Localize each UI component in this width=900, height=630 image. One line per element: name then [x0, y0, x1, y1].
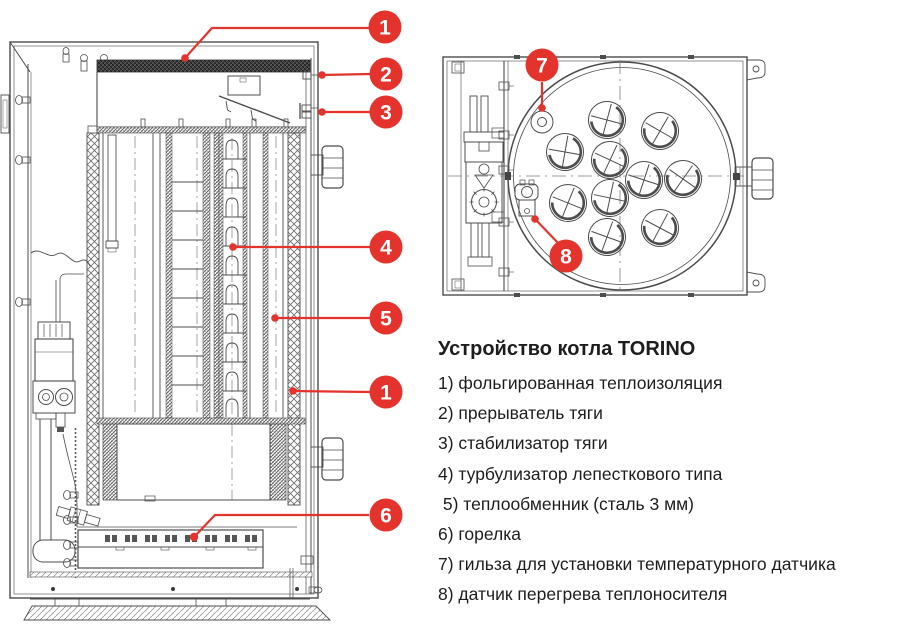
callout-1: 1 [368, 10, 402, 44]
front-panel-edge [63, 428, 79, 578]
legend: Устройство котла TORINO 1) фольгированна… [438, 336, 900, 610]
legend-item-1: 1) фольгированная теплоизоляция [438, 373, 723, 393]
burner-holes [105, 535, 257, 542]
top-view-knob [734, 157, 774, 200]
side-section-view [0, 41, 344, 621]
foil-insulation-left [86, 132, 100, 506]
corner-ear-top-right [746, 59, 766, 81]
legend-item-8: 8) датчик перегрева теплоносителя [438, 584, 728, 605]
callout-1b: 1 [369, 375, 403, 409]
base [23, 555, 332, 621]
callout-leaders [184, 26, 559, 538]
draft-stabilizer-flap [218, 95, 291, 124]
callout-6: 6 [369, 498, 403, 532]
left-hinge-tab [0, 94, 10, 134]
callout-2-label: 2 [380, 64, 392, 87]
legend-title: Устройство котла TORINO [438, 338, 696, 360]
latch-3 [299, 103, 318, 119]
flue-knob-lower [310, 437, 344, 481]
callout-2: 2 [369, 57, 403, 91]
control-assembly [463, 95, 505, 267]
flue-knob-upper [310, 145, 344, 189]
sensor-sleeve [530, 110, 554, 134]
top-view [442, 55, 774, 297]
callout-3: 3 [369, 95, 403, 129]
burner [55, 506, 264, 569]
overheat-sensor [514, 179, 539, 217]
callout-3-label: 3 [380, 102, 392, 125]
control-box [227, 75, 261, 96]
callout-6-label: 6 [380, 505, 392, 528]
callout-7: 7 [525, 48, 559, 82]
igniter [55, 506, 101, 527]
legend-item-4: 4) турбулизатор лепесткового типа [438, 463, 723, 484]
callout-8-label: 8 [560, 246, 572, 269]
baffle-rungs [172, 181, 203, 386]
foil-insulation-top [96, 59, 311, 73]
callout-4: 4 [369, 230, 403, 264]
heat-exchanger [86, 118, 306, 506]
turbulator-ports [546, 101, 702, 256]
legend-item-3: 3) стабилизатор тяги [438, 433, 608, 454]
callout-leader-dots [181, 54, 546, 542]
latch-2 [302, 71, 312, 80]
legend-item-7: 7) гильза для установки температурного д… [438, 554, 836, 575]
cabinet-outline [9, 41, 319, 599]
gas-valve [30, 250, 91, 563]
callout-8: 8 [549, 239, 583, 273]
legend-item-2: 2) прерыватель тяги [438, 403, 603, 424]
legend-item-6: 6) горелка [438, 524, 522, 545]
legend-item-5: 5) теплообменник (сталь 3 мм) [438, 493, 695, 514]
corner-ear-bottom-right [746, 271, 766, 293]
petal-turbulator [223, 139, 246, 417]
callout-7-label: 7 [536, 55, 548, 78]
callout-5-label: 5 [380, 308, 392, 331]
callout-4-label: 4 [380, 237, 392, 260]
callout-1b-label: 1 [380, 382, 392, 405]
callout-5: 5 [369, 301, 403, 335]
callout-1-label: 1 [379, 17, 391, 40]
firebox [77, 423, 297, 528]
thermo-well-tube [105, 134, 119, 253]
